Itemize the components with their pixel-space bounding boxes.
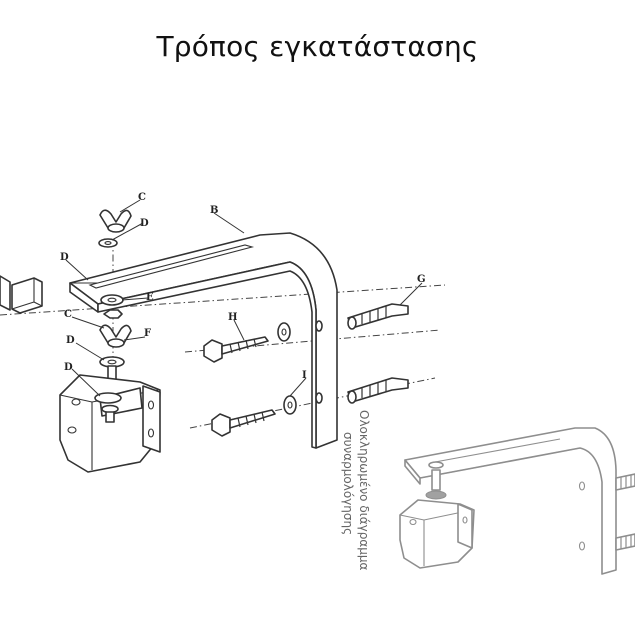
screw-bottom: [211, 395, 297, 437]
label-d-left: D: [60, 252, 69, 263]
washer-mid: [99, 356, 125, 368]
end-cap-part: [0, 275, 43, 314]
label-g: G: [417, 274, 426, 285]
assembled-view: [399, 427, 635, 575]
label-d-top: D: [140, 218, 149, 229]
page-title: Τρόπος εγκατάστασης: [156, 30, 479, 63]
caption-line-1: Ολοκληρωμένο διάγραμμα: [357, 410, 371, 571]
caption-line-2: συναρμολόγησης: [341, 432, 355, 535]
label-i: I: [302, 370, 307, 381]
label-c-mid: C: [64, 309, 72, 320]
label-b: B: [210, 205, 218, 216]
part-labels: C D B D E C F D D G H I: [60, 192, 426, 381]
label-d-low: D: [64, 362, 73, 373]
bracket-b: [69, 232, 338, 449]
washer-e: [100, 294, 124, 306]
leader-lines: [65, 199, 423, 397]
wing-nut-mid: [99, 324, 132, 348]
label-e: E: [146, 292, 154, 303]
washer-top: [98, 238, 118, 248]
label-d-mid: D: [66, 335, 75, 346]
label-h: H: [228, 312, 237, 323]
label-f: F: [144, 328, 151, 339]
roller-carrier: [59, 365, 161, 473]
label-c-top: C: [138, 192, 146, 203]
wall-plug-top: [347, 303, 409, 330]
wall-plug-bottom: [347, 377, 409, 404]
assembly-caption: Ολοκληρωμένο διάγραμμα συναρμολόγησης: [341, 410, 371, 571]
screw-top: [203, 322, 291, 363]
nut-e: [103, 309, 123, 319]
wing-nut-top: [99, 209, 132, 233]
